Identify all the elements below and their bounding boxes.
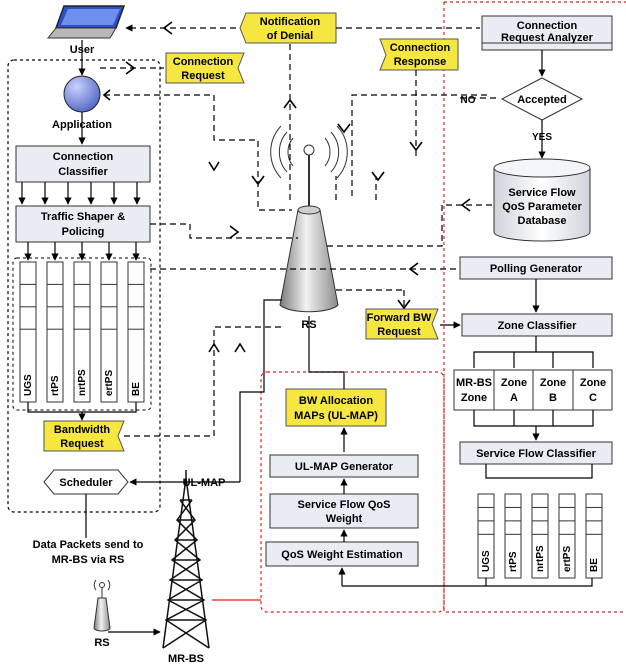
svg-text:QoS Parameter: QoS Parameter	[502, 201, 582, 213]
svg-text:Response: Response	[394, 56, 447, 68]
svg-text:Zone Classifier: Zone Classifier	[498, 320, 578, 332]
left-queue-nrtps: nrtPS	[73, 261, 91, 403]
forward-bw-request-note: Forward BW Request	[365, 308, 439, 340]
bandwidth-request-note: Bandwidth Request	[43, 420, 125, 452]
svg-text:BW Allocation: BW Allocation	[299, 395, 373, 407]
mrbs-boundary	[443, 1, 626, 613]
service-flow-qos-weight-box: Service Flow QoS Weight	[269, 493, 419, 529]
svg-text:Zone: Zone	[461, 392, 487, 404]
svg-text:Scheduler: Scheduler	[59, 477, 113, 489]
svg-text:B: B	[549, 392, 557, 404]
svg-text:MR-BS: MR-BS	[456, 377, 492, 389]
svg-text:Connection: Connection	[517, 20, 578, 32]
polling-generator-box: Polling Generator	[459, 256, 613, 280]
dashed-connectors	[100, 24, 500, 437]
left-queue-label: BE	[131, 382, 142, 396]
svg-text:Zone: Zone	[540, 377, 566, 389]
left-queue-be: BE	[127, 261, 145, 403]
svg-text:Service Flow: Service Flow	[508, 187, 576, 199]
svg-text:QoS Weight Estimation: QoS Weight Estimation	[281, 549, 403, 561]
laptop-icon	[46, 5, 126, 39]
connection-request-analyzer-box: Connection Request Analyzer	[481, 15, 613, 51]
svg-text:UL-MAP Generator: UL-MAP Generator	[295, 461, 394, 473]
svg-text:Connection: Connection	[53, 151, 114, 163]
right-queue-nrtps: nrtPS	[531, 493, 549, 579]
left-queue-label: rtPS	[50, 375, 61, 396]
scheduler-boundary	[260, 371, 445, 613]
svg-text:Database: Database	[518, 215, 567, 227]
right-queue-label: rtPS	[508, 551, 519, 572]
right-queue-label: BE	[589, 558, 600, 572]
svg-text:Zone: Zone	[501, 377, 527, 389]
svg-text:Weight: Weight	[326, 513, 363, 525]
connection-response-note: Connection Response	[379, 38, 459, 71]
no-label: NO	[461, 95, 476, 106]
right-queue-ugs: UGS	[477, 493, 495, 579]
svg-text:Bandwidth: Bandwidth	[54, 424, 110, 436]
rs-small-icon	[93, 579, 111, 632]
svg-text:Policing: Policing	[62, 226, 105, 238]
left-queues: UGS rtPS nrtPS ertPS BE	[19, 261, 145, 403]
svg-text:Accepted: Accepted	[517, 94, 567, 106]
right-queues: UGS rtPS nrtPS ertPS BE	[477, 493, 603, 579]
data-packets-line1: Data Packets send to	[33, 539, 144, 551]
svg-text:of Denial: of Denial	[267, 30, 313, 42]
svg-text:Connection: Connection	[173, 56, 234, 68]
mrbs-tower-icon	[162, 470, 210, 649]
right-queue-ertps: ertPS	[558, 493, 576, 579]
svg-text:Service Flow Classifier: Service Flow Classifier	[476, 448, 597, 460]
left-queue-label: nrtPS	[77, 369, 88, 396]
svg-text:MAPs (UL-MAP): MAPs (UL-MAP)	[294, 410, 378, 422]
right-queue-label: ertPS	[562, 546, 573, 572]
bw-allocation-maps-note: BW Allocation MAPs (UL-MAP)	[285, 388, 387, 427]
right-queue-be: BE	[585, 493, 603, 579]
connection-classifier-box: Connection Classifier	[15, 145, 151, 183]
left-queue-ugs: UGS	[19, 261, 37, 403]
zone-boxes: MR-BS Zone Zone A Zone B Zone C	[453, 369, 613, 411]
svg-text:Request: Request	[181, 70, 225, 82]
application-node	[63, 75, 101, 113]
right-queue-label: nrtPS	[535, 545, 546, 572]
svg-text:Polling Generator: Polling Generator	[490, 263, 583, 275]
connection-request-note: Connection Request	[165, 52, 245, 84]
svg-text:Forward BW: Forward BW	[367, 312, 432, 324]
left-queue-label: UGS	[23, 374, 34, 396]
rs-small-label: RS	[94, 637, 109, 649]
right-queue-rtps: rtPS	[504, 493, 522, 579]
user-side-boundary	[7, 59, 161, 513]
svg-text:Request Analyzer: Request Analyzer	[501, 32, 594, 44]
svg-text:Traffic Shaper &: Traffic Shaper &	[41, 211, 125, 223]
left-queue-label: ertPS	[104, 370, 115, 396]
svg-text:Classifier: Classifier	[58, 166, 108, 178]
traffic-shaper-box: Traffic Shaper & Policing	[15, 205, 151, 243]
svg-text:Notification: Notification	[260, 16, 321, 28]
left-queue-ertps: ertPS	[100, 261, 118, 403]
qos-parameter-database: Service Flow QoS Parameter Database	[493, 158, 591, 242]
flow-chevrons	[102, 21, 471, 353]
svg-text:Service Flow QoS: Service Flow QoS	[298, 499, 391, 511]
svg-text:Zone: Zone	[580, 377, 606, 389]
svg-text:A: A	[510, 392, 518, 404]
ulmap-generator-box: UL-MAP Generator	[269, 454, 419, 478]
svg-text:Request: Request	[60, 438, 104, 450]
ul-map-label: UL-MAP	[183, 477, 226, 489]
service-flow-classifier-box: Service Flow Classifier	[459, 441, 613, 465]
scheduler-box: Scheduler	[43, 469, 129, 495]
rs-tower-icon	[270, 125, 348, 313]
qos-weight-estimation-box: QoS Weight Estimation	[265, 541, 419, 567]
accepted-decision: Accepted	[500, 77, 584, 121]
notification-of-denial-note: Notification of Denial	[239, 12, 337, 44]
left-queue-boundary	[12, 257, 152, 411]
data-packets-line2: MR-BS via RS	[52, 554, 125, 566]
zone-classifier-box: Zone Classifier	[461, 313, 613, 337]
svg-text:C: C	[589, 392, 597, 404]
right-queue-label: UGS	[481, 550, 492, 572]
left-queue-rtps: rtPS	[46, 261, 64, 403]
svg-text:Request: Request	[377, 326, 421, 338]
mrbs-label: MR-BS	[168, 653, 204, 665]
svg-text:Connection: Connection	[390, 42, 451, 54]
solid-connectors	[18, 40, 594, 636]
